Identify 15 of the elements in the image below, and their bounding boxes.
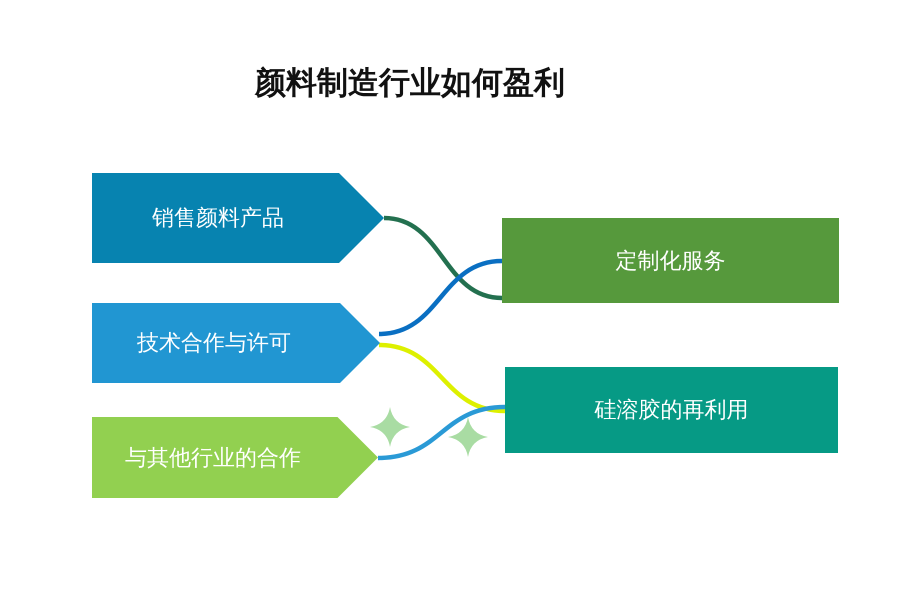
process-box	[502, 218, 839, 303]
node-label: 与其他行业的合作	[125, 444, 301, 472]
pentagon-arrow-box	[92, 173, 384, 263]
pentagon-arrow-box	[92, 303, 380, 383]
pentagon-arrow-box	[92, 417, 378, 498]
connector-curve	[384, 216, 502, 300]
node-label: 硅溶胶的再利用	[594, 397, 748, 425]
node-label: 销售颜料产品	[152, 205, 284, 233]
node-label: 定制化服务	[616, 248, 726, 276]
title: 颜料制造行业如何盈利	[255, 64, 565, 103]
connector-curve	[378, 404, 506, 460]
connector-curve	[378, 342, 506, 414]
node-label: 技术合作与许可	[137, 330, 291, 358]
connector-curve	[378, 258, 502, 336]
process-box	[505, 367, 838, 453]
